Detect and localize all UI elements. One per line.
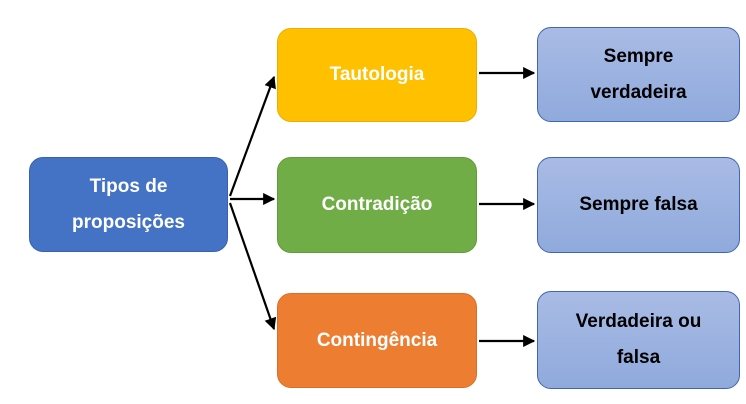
node-contradicao: Contradição xyxy=(277,157,477,253)
node-contingencia: Contingência xyxy=(277,293,477,388)
node-sempre-verdadeira: Sempre verdadeira xyxy=(537,27,740,122)
node-label-line: Contingência xyxy=(316,329,438,351)
node-tipos-de-proposicoes: Tipos de proposições xyxy=(29,157,228,252)
node-label-line: Sempre falsa xyxy=(579,194,698,215)
node-label-line: Sempre xyxy=(603,45,674,67)
node-label-line: verdadeira xyxy=(590,81,687,103)
node-verdadeira-ou-falsa: Verdadeira ou falsa xyxy=(537,291,740,389)
arrow-root-to-contingencia xyxy=(228,202,277,331)
node-label-line: Verdadeira ou xyxy=(575,311,702,332)
node-label-line: proposições xyxy=(72,211,185,233)
node-label-line: Tautologia xyxy=(329,64,425,85)
node-sempre-falsa: Sempre falsa xyxy=(537,157,740,253)
node-label-line: Tipos de xyxy=(89,175,168,197)
node-label-line: falsa xyxy=(616,347,661,368)
node-tautologia: Tautologia xyxy=(277,28,477,122)
node-label-line: Contradição xyxy=(321,194,433,215)
arrow-root-to-tautologia xyxy=(228,75,276,197)
